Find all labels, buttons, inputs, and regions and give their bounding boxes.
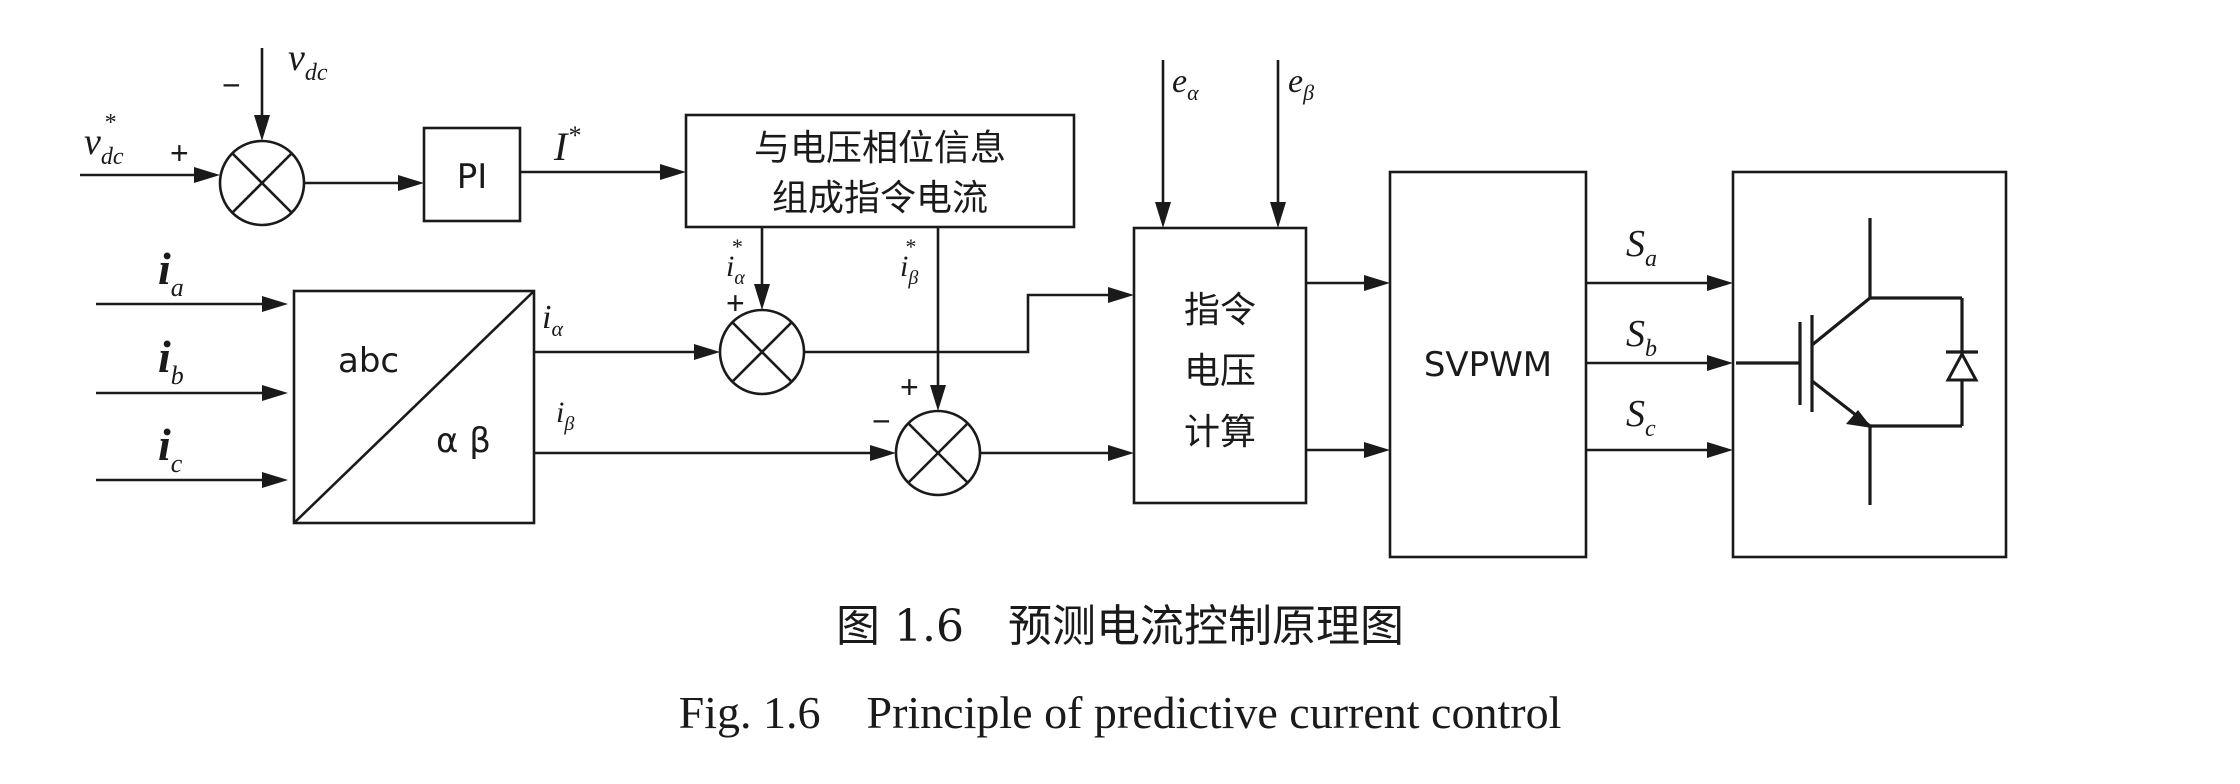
pi-block xyxy=(422,126,522,223)
sum3-plus-sign: + xyxy=(900,369,919,405)
e-beta-label: eβ xyxy=(1288,63,1314,105)
sum3-minus-sign: − xyxy=(872,403,891,439)
abc-label: abc xyxy=(338,341,399,381)
sum1-plus-sign: + xyxy=(170,135,189,171)
svpwm-label: SVPWM xyxy=(1424,345,1552,385)
e-alpha-label: eα xyxy=(1172,63,1199,105)
vdc-feedback-label: vdc xyxy=(288,37,328,86)
igbt-switch-icon xyxy=(1736,218,1964,505)
freewheel-diode-icon xyxy=(1945,350,1979,382)
connections xyxy=(80,48,1733,488)
sum1-minus-sign: − xyxy=(222,67,241,103)
sa-label: Sa xyxy=(1626,223,1657,272)
current-ref-label: I* xyxy=(553,121,580,169)
vdc-ref-label: vdc* xyxy=(84,110,124,170)
figure-caption-cn: 图 1.6 预测电流控制原理图 xyxy=(836,601,1404,652)
sum2-plus-sign: + xyxy=(726,285,745,321)
sum-junction-dc xyxy=(218,139,306,227)
voltage-calculation-block xyxy=(1132,226,1308,505)
pi-label: PI xyxy=(457,157,488,197)
i-beta-ref-label: iβ* xyxy=(900,234,918,289)
sc-label: Sc xyxy=(1626,393,1656,442)
reference-current-line-2: 组成指令电流 xyxy=(772,178,988,219)
voltage-calc-line-3: 计算 xyxy=(1184,412,1256,453)
sum-junction-beta xyxy=(894,409,982,497)
ib-label: ib xyxy=(158,331,184,390)
sum-junction-alpha xyxy=(718,308,806,396)
alphabeta-label: α β xyxy=(436,421,491,461)
figure-caption-en: Fig. 1.6 Principle of predictive current… xyxy=(678,687,1562,738)
i-alpha-ref-label: iα* xyxy=(726,234,745,289)
transform-diagonal xyxy=(293,290,535,524)
ic-label: ic xyxy=(158,419,183,478)
sb-label: Sb xyxy=(1626,313,1657,362)
ia-label: ia xyxy=(158,243,184,302)
i-beta-label: iβ xyxy=(556,396,574,435)
i-alpha-label: iα xyxy=(542,299,563,341)
reference-current-line-1: 与电压相位信息 xyxy=(754,128,1006,169)
voltage-calc-line-1: 指令 xyxy=(1184,290,1256,331)
reference-current-block xyxy=(684,113,1076,229)
svpwm-block xyxy=(1388,170,1588,559)
voltage-calc-line-2: 电压 xyxy=(1184,351,1256,392)
